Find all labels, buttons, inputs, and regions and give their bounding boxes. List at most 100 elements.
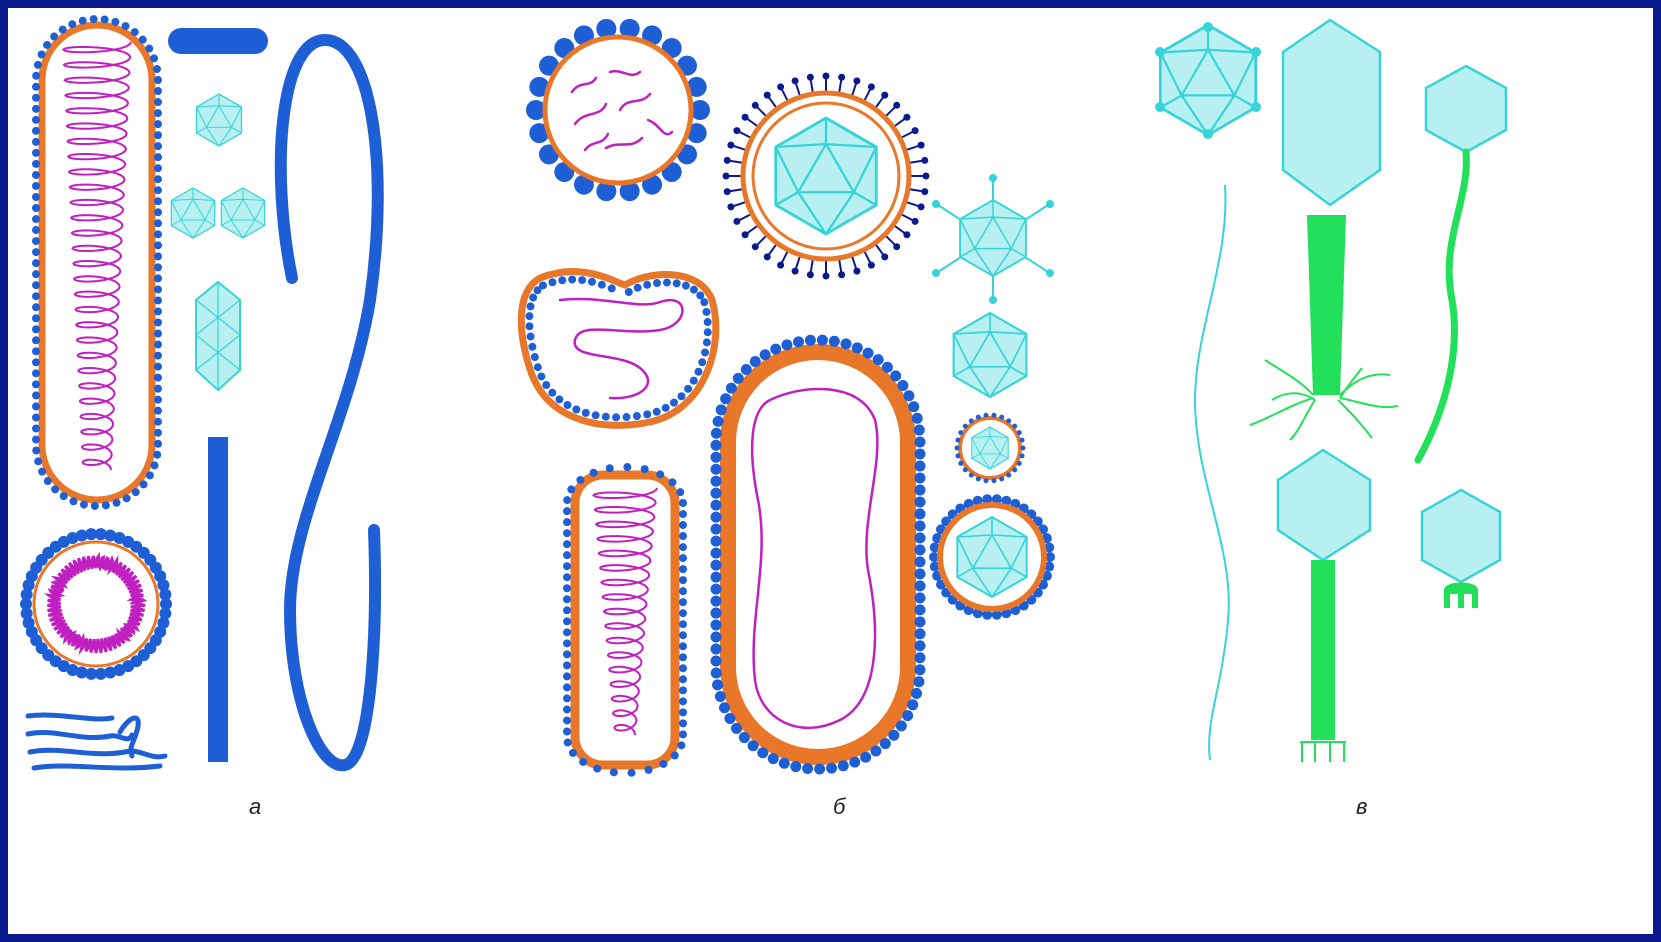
spike-dot: [752, 243, 759, 250]
spike-dot: [679, 554, 687, 562]
large-oval-virus: [711, 335, 926, 775]
spike-dot: [625, 288, 633, 296]
spike-dot: [679, 719, 687, 727]
spike-dot: [153, 65, 161, 73]
spike-dot: [643, 281, 651, 289]
spike-dot: [38, 468, 46, 476]
spike-dot: [711, 476, 722, 487]
spike-dot: [726, 383, 737, 394]
spike-dot: [43, 41, 51, 49]
spike-dot: [958, 461, 963, 466]
spike-dot: [32, 314, 40, 322]
spike-dot: [590, 469, 598, 477]
spike-dot: [719, 702, 730, 713]
spike-dot: [918, 203, 925, 210]
spike-dot: [711, 452, 722, 463]
spike-dot: [659, 760, 667, 768]
spike-dot: [915, 616, 926, 627]
spike-dot: [853, 77, 860, 84]
spike-dot: [568, 276, 576, 284]
spike-dot: [32, 435, 40, 443]
spike-dot: [32, 325, 40, 333]
spike-dot: [563, 507, 571, 515]
spike-dot: [955, 446, 960, 451]
spike-dot: [679, 510, 687, 518]
panel-c: [1155, 20, 1506, 762]
icosahedral-capsid-icon: [221, 188, 264, 238]
spike-dot: [563, 540, 571, 548]
spike-dot: [154, 396, 162, 404]
spike-dot: [703, 308, 711, 316]
spike-dot: [32, 369, 40, 377]
spike-dot: [976, 415, 981, 420]
spike-dot: [826, 763, 837, 774]
spike-dot: [32, 182, 40, 190]
spike-dot: [154, 109, 162, 117]
spike-dot: [563, 705, 571, 713]
spike-dot: [711, 488, 722, 499]
spike-dot: [641, 465, 649, 473]
spike-dot: [984, 478, 989, 483]
spike-dot: [563, 617, 571, 625]
spike-dot: [779, 758, 790, 769]
spike-dot: [963, 424, 968, 429]
spike-dot: [991, 478, 996, 483]
spike-dot: [814, 763, 825, 774]
spike-dot: [790, 761, 801, 772]
spike-dot: [32, 138, 40, 146]
spike-dot: [915, 437, 926, 448]
spike-dot: [32, 413, 40, 421]
spike-dot: [911, 688, 922, 699]
spike-dot: [69, 497, 77, 505]
spike-dot: [770, 344, 781, 355]
spike-dot: [777, 262, 784, 269]
spike-dot: [802, 763, 813, 774]
spike-dot: [915, 448, 926, 459]
spike-dot: [50, 33, 58, 41]
spike-dot: [32, 116, 40, 124]
spike-dot: [742, 114, 749, 121]
spike-dot: [623, 463, 631, 471]
spike-dot: [653, 279, 661, 287]
spike-dot: [881, 92, 888, 99]
spike-dot: [548, 278, 556, 286]
spike-dot: [677, 392, 685, 400]
spike-dot: [612, 413, 620, 421]
spike-dot: [634, 284, 642, 292]
spike-dot: [823, 273, 830, 280]
spike-dot: [739, 732, 750, 743]
spike-dot: [90, 15, 98, 23]
spike-dot: [679, 521, 687, 529]
spike-dot: [712, 679, 723, 690]
spike-dot: [711, 656, 722, 667]
spike-dot: [32, 424, 40, 432]
spike-dot: [711, 440, 722, 451]
spike-dot: [915, 532, 926, 543]
spike-dot: [999, 415, 1004, 420]
spike-dot: [32, 358, 40, 366]
spike-dot: [893, 243, 900, 250]
filamentous-phage: [1195, 185, 1229, 760]
spike-dot: [111, 18, 119, 26]
spike-dot: [921, 188, 928, 195]
tailed-bacteriophage-straight: [1278, 450, 1370, 762]
spike-dot: [915, 568, 926, 579]
spike-dot: [679, 543, 687, 551]
spike-dot: [991, 413, 996, 418]
tailed-bacteriophage-large: [1250, 20, 1398, 440]
spike-dot: [711, 596, 722, 607]
spike-dot: [159, 588, 171, 600]
spike-dot: [1020, 453, 1025, 458]
spike-dot: [32, 380, 40, 388]
spike-dot: [60, 492, 68, 500]
spike-dot: [696, 291, 704, 299]
spike-dot: [32, 149, 40, 157]
spike-dot: [912, 218, 919, 225]
spike-dot: [32, 204, 40, 212]
spike-dot: [902, 710, 913, 721]
spike-dot: [1006, 418, 1011, 423]
spike-dot: [723, 173, 730, 180]
spike-dot: [32, 447, 40, 455]
spike-dot: [32, 248, 40, 256]
spike-dot: [703, 338, 711, 346]
